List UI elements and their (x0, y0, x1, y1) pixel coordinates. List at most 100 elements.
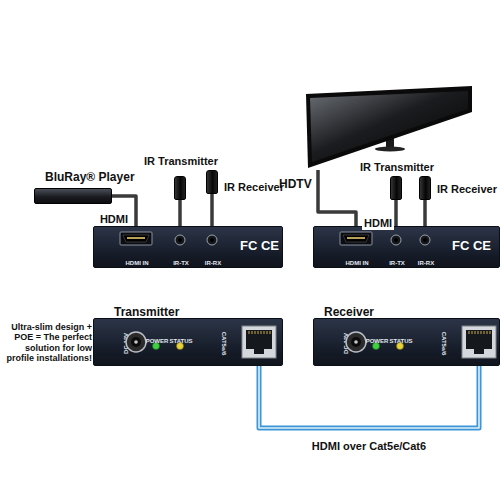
port-label: HDMI IN (126, 260, 149, 267)
rj45-notch (254, 349, 264, 354)
dc-jack (346, 332, 366, 352)
certification-mark-holder: FC CE (452, 236, 491, 254)
ir-rx-jack (420, 235, 430, 245)
tv-screen (310, 91, 468, 162)
jack-hole (210, 238, 214, 242)
port-label-holder: IR-RX (205, 251, 221, 269)
certification-mark: FC CE (240, 239, 279, 254)
device-label-holder: IR Transmitter (144, 151, 218, 169)
hdmi-port-socket (123, 235, 149, 242)
rj45-notch (474, 349, 484, 354)
cable-label-holder: HDMI (362, 213, 394, 231)
hdmi-port-frame (120, 232, 152, 245)
rj45-frame (242, 326, 276, 358)
port-label: IR-RX (418, 260, 434, 267)
port-label-holder: CAT5e/6 (230, 331, 237, 355)
port-label-holder: IR-TX (389, 251, 405, 269)
jack-ring (175, 235, 185, 245)
port-label: IR-RX (205, 260, 221, 267)
ir-transmitter: IR Transmitter (390, 176, 402, 200)
jack-hole (178, 238, 182, 242)
cable-label-holder: HDMI (98, 209, 130, 227)
dc-jack-pin (134, 340, 138, 344)
port-label-holder: CAT5e/6 (450, 331, 457, 355)
hdmi-port-pins (127, 237, 145, 239)
note-text: Ultra-slim design + POE = The perfect so… (2, 322, 92, 363)
jack-ring (420, 235, 430, 245)
port-label-holder: HDMI IN (126, 251, 149, 269)
cable-label: HDMI (362, 217, 394, 230)
power-led (373, 343, 380, 350)
device-label-holder: BluRay® Player (45, 167, 135, 185)
unit-heading-holder: Receiver (324, 302, 374, 320)
led-label-holder: POWER (146, 329, 169, 347)
dc-jack-pin (354, 340, 358, 344)
cable-line (318, 170, 356, 226)
jack-hole (394, 238, 398, 242)
hdmi-port-pins (347, 237, 365, 239)
jack-ring (207, 235, 217, 245)
certification-mark-holder: FC CE (240, 236, 279, 254)
port-label-holder: DC 12V (335, 332, 342, 353)
device-label-holder: IR Receiver (437, 179, 497, 197)
rj45-port (462, 326, 496, 358)
led-label-holder: STATUS (169, 329, 192, 347)
cable-label-holder: HDMI over Cat5e/Cat6 (310, 436, 428, 454)
device-label-holder: IR Transmitter (360, 157, 434, 175)
device-label-holder: IR Receiver (224, 177, 284, 195)
hdtv: HDTV (302, 86, 474, 170)
led-label: STATUS (169, 338, 192, 345)
dc-jack (126, 332, 146, 352)
device-label: IR Transmitter (144, 155, 218, 168)
bluray-player: BluRay® Player (34, 188, 112, 204)
device-label: IR Receiver (437, 183, 497, 196)
cable-line (178, 200, 182, 226)
certification-mark: FC CE (452, 239, 491, 254)
jack-ring (391, 235, 401, 245)
power-led (153, 343, 160, 350)
tv-stand-base (375, 146, 405, 151)
port-label: IR-TX (389, 260, 405, 267)
hdmi-port-frame (340, 232, 372, 245)
status-led (177, 343, 184, 350)
rj45-socket (466, 330, 492, 349)
cable (425, 200, 426, 226)
unit-heading: Transmitter (114, 306, 179, 320)
ir-receiver: IR Receiver (206, 170, 218, 194)
led-label-holder: POWER (366, 329, 389, 347)
led-label: POWER (146, 338, 169, 345)
port-label: CAT5e/6 (221, 331, 228, 355)
hdmi-port (340, 232, 372, 245)
rj45-socket (246, 330, 272, 349)
cable (259, 366, 479, 428)
tv-bezel (306, 86, 472, 168)
ir-rx-jack (207, 235, 217, 245)
hdmi-port-socket (343, 235, 369, 242)
rj45-frame (462, 326, 496, 358)
status-led (397, 343, 404, 350)
device-label: IR Receiver (224, 181, 284, 194)
led-label: STATUS (389, 338, 412, 345)
cable (212, 194, 213, 226)
cable-line (394, 200, 398, 226)
device-label: HDTV (279, 178, 312, 192)
ir-transmitter: IR Transmitter (174, 176, 186, 200)
unit-heading-holder: Transmitter (114, 302, 179, 320)
cable (396, 200, 397, 226)
unit-heading: Receiver (324, 306, 374, 320)
dc-jack-ring (126, 332, 146, 352)
cable-line (423, 200, 427, 226)
dc-jack-hole (131, 337, 141, 347)
hdmi-port (120, 232, 152, 245)
device-label: BluRay® Player (45, 171, 135, 185)
rj45-contacts (469, 331, 490, 334)
dc-jack-ring (346, 332, 366, 352)
cable-label: HDMI (98, 213, 130, 226)
ir-receiver: IR Receiver (419, 176, 431, 200)
dc-jack-hole (351, 337, 361, 347)
port-label-holder: DC 12V (115, 332, 122, 353)
cable-line (259, 366, 479, 428)
tv-outline (302, 86, 474, 170)
